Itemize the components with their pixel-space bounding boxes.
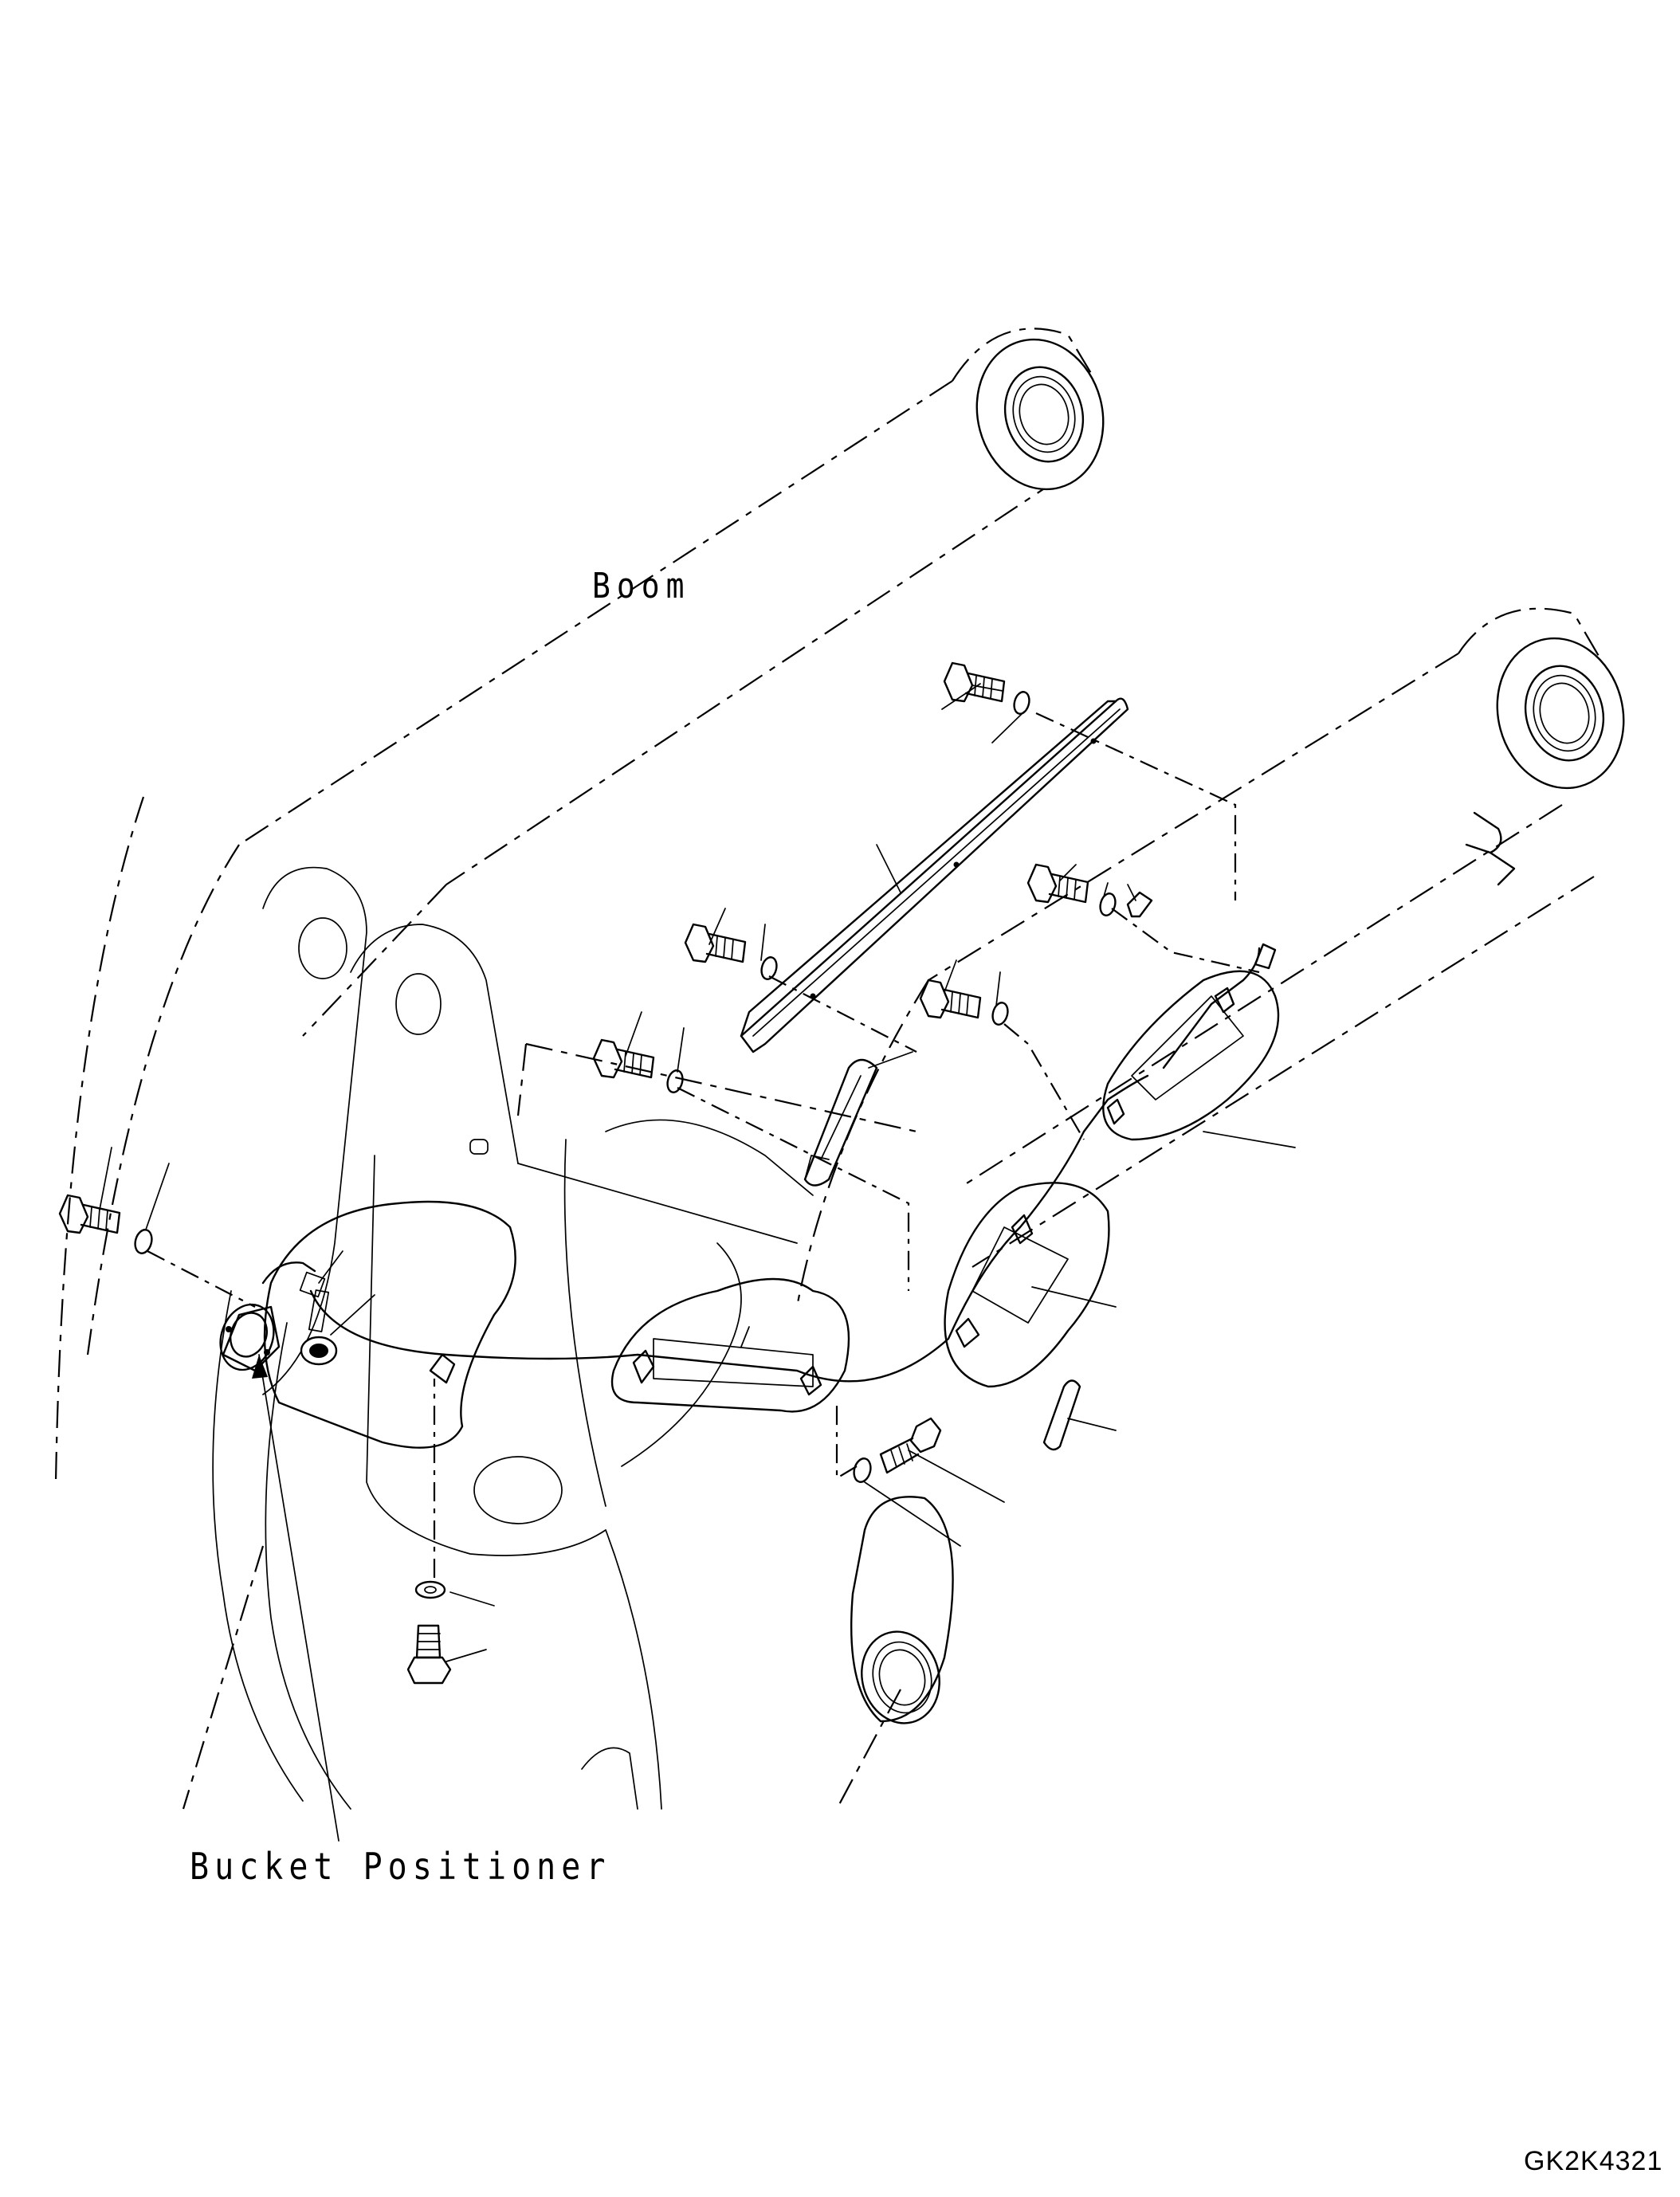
drawing-code-label: GK2K4321: [1524, 2146, 1663, 2176]
boom-pin-boss-upper-right: [1496, 637, 1625, 790]
harness-cover-left: [263, 1200, 516, 1449]
bolt-top: [943, 661, 1006, 703]
bucket-positioner-label: Bucket Positioner: [190, 1846, 611, 1889]
washer-mid-left: [760, 956, 778, 980]
bolt-mid-right: [1026, 863, 1089, 904]
boom-pin-boss-upper-left: [975, 338, 1105, 491]
bolt-mid-left: [684, 923, 747, 963]
washer-top: [1013, 691, 1030, 715]
washer-bottom: [414, 1580, 446, 1599]
bolt-lower-right: [879, 1417, 942, 1474]
break-symbol: [1465, 811, 1516, 886]
washer-mid-right: [1099, 893, 1117, 916]
wiring-harness: [261, 947, 1261, 1383]
cover-angle-bar: [740, 697, 1129, 1053]
boom-pin-boss-lower: [850, 1496, 954, 1724]
leader-lines: [99, 683, 1296, 1842]
harness-cover-right-lower: [944, 1182, 1110, 1388]
harness-clamps: [429, 943, 1277, 1396]
bolt-left-upper: [592, 1038, 655, 1079]
boom-label: Boom: [592, 565, 691, 606]
bolt-far-left: [58, 1194, 121, 1234]
harness-strap: [1042, 1379, 1081, 1451]
bolt-lower-mid: [919, 979, 982, 1019]
assembly-center-lines: [147, 712, 1260, 1578]
bucket-positioner-sensor: [219, 1303, 281, 1372]
bellcrank-body: [212, 866, 814, 1810]
cover-small-bracket: [803, 1058, 878, 1187]
small-clip: [1126, 891, 1153, 918]
grommet: [299, 1271, 338, 1366]
washer-lower-mid: [991, 1002, 1009, 1026]
bolt-bottom: [406, 1624, 452, 1685]
washer-lower-right: [853, 1457, 872, 1483]
washer-far-left: [134, 1229, 153, 1254]
harness-cover-right-upper: [1102, 970, 1280, 1141]
boom-phantom-outline: [54, 328, 1603, 1810]
